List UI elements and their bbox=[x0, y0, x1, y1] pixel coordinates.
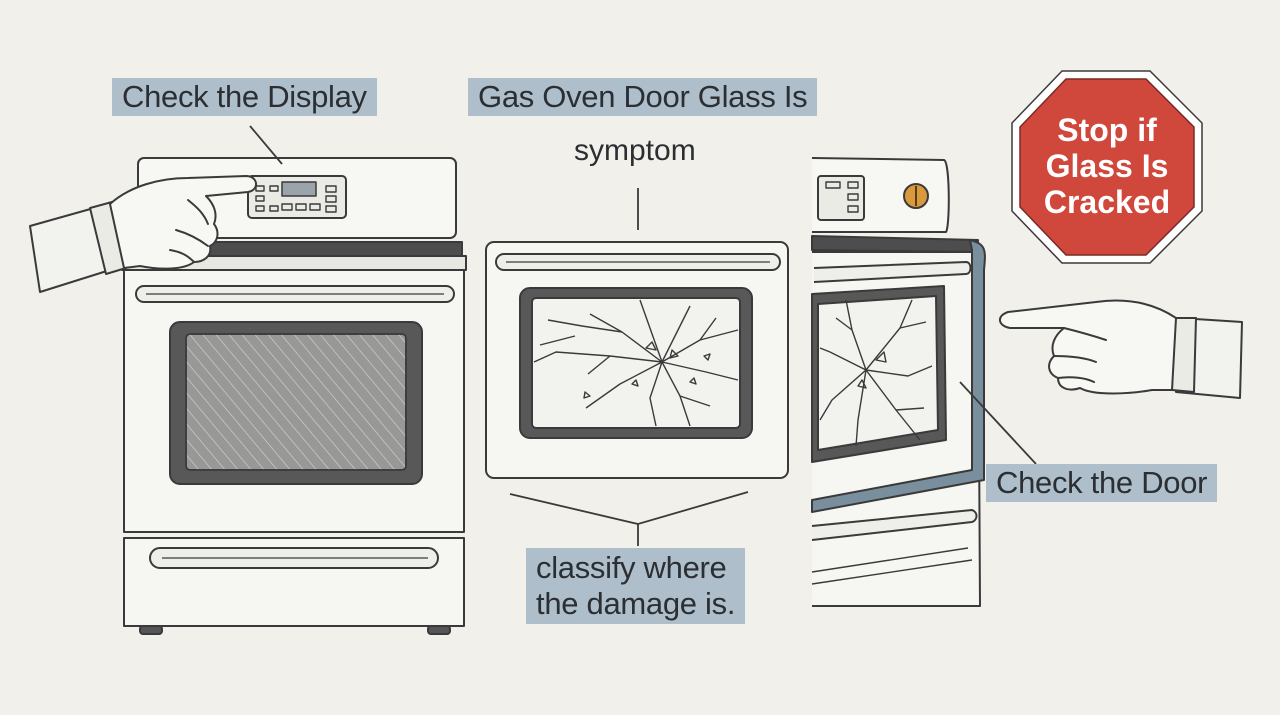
display-leader-line bbox=[249, 125, 283, 165]
symptom-label: symptom bbox=[574, 134, 696, 167]
door-panel bbox=[485, 241, 789, 479]
classify-line-1: classify where bbox=[536, 550, 727, 585]
side-cracked-glass bbox=[819, 299, 933, 447]
classify-label: classify where the damage is. bbox=[526, 548, 746, 624]
stop-sign-text: Stop if Glass Is Cracked bbox=[1022, 112, 1192, 220]
control-display bbox=[247, 175, 347, 219]
check-display-label: Check the Display bbox=[112, 78, 377, 116]
classify-line-2: the damage is. bbox=[536, 586, 736, 621]
side-oven bbox=[811, 157, 986, 607]
full-oven bbox=[121, 157, 467, 635]
cracked-glass bbox=[533, 299, 739, 427]
stop-line-2: Glass Is bbox=[1045, 148, 1169, 184]
right-pointing-hand bbox=[999, 299, 1243, 399]
check-door-label: Check the Door bbox=[986, 464, 1218, 502]
door-leader-line bbox=[959, 381, 1037, 465]
classify-bracket bbox=[509, 491, 749, 546]
title-label: Gas Oven Door Glass Is bbox=[468, 78, 818, 116]
left-pointing-hand bbox=[29, 175, 257, 293]
stop-line-1: Stop if bbox=[1057, 112, 1157, 148]
stop-line-3: Cracked bbox=[1043, 184, 1171, 220]
